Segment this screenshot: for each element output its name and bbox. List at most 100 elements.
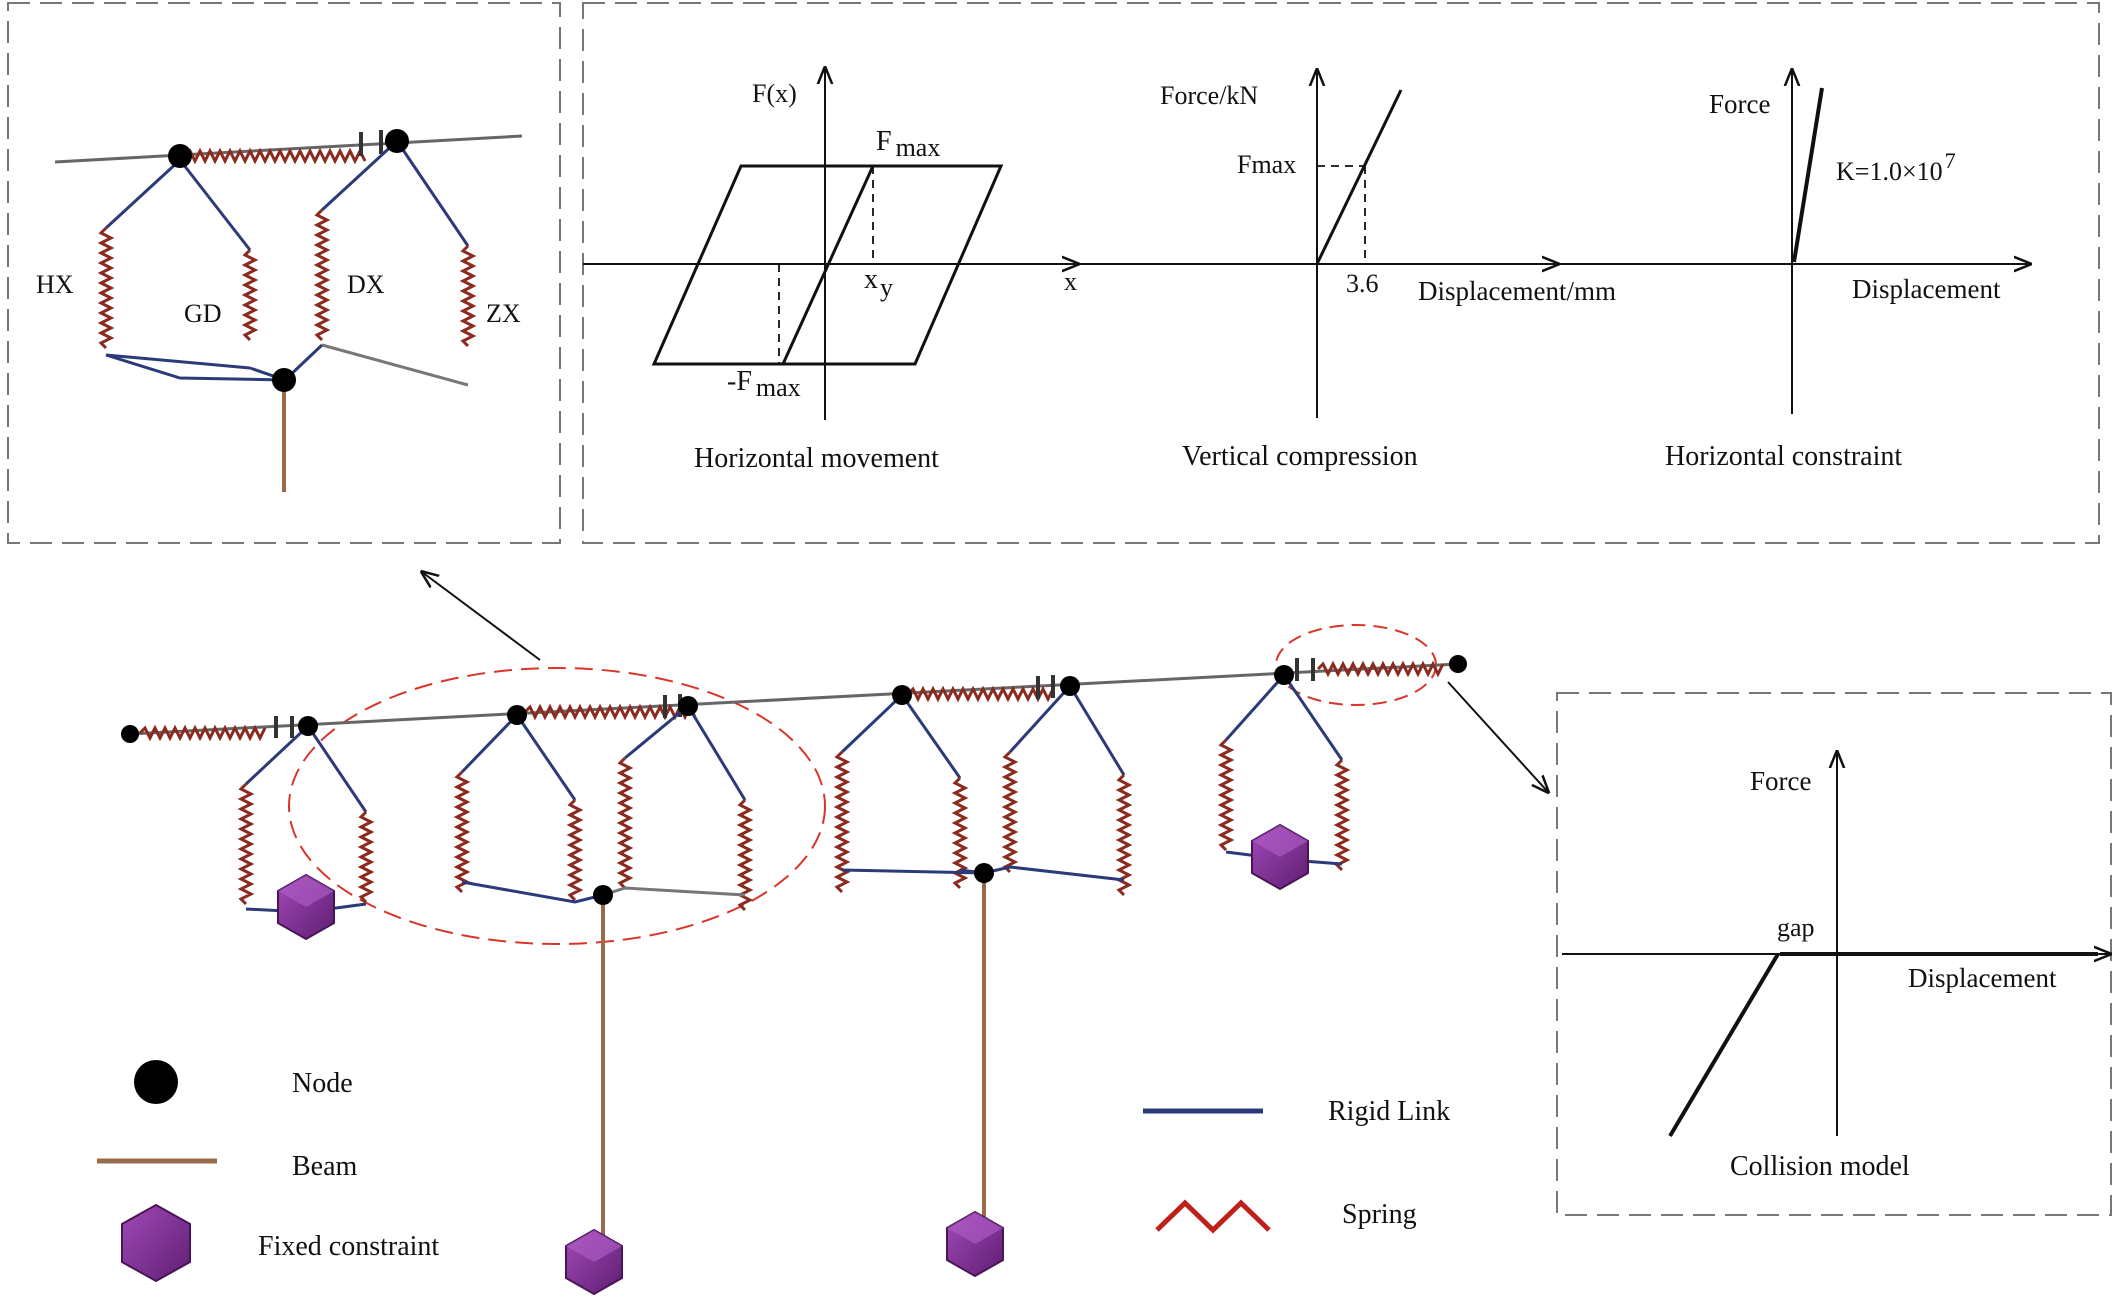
vc-fmax-label: Fmax <box>1237 150 1296 179</box>
node-b6 <box>1274 665 1294 685</box>
detail-beam <box>54 134 523 164</box>
fixed-constraint-1 <box>277 873 335 941</box>
detail-rigid-link-left-2 <box>178 159 252 251</box>
chart-horizontal-movement <box>651 68 1004 420</box>
chart-collision-model <box>1562 752 2110 1138</box>
label-dx: DX <box>347 270 385 299</box>
bearing-6-spring-left <box>1217 738 1235 852</box>
hm-caption: Horizontal movement <box>694 443 939 474</box>
pointer-arrow-collision <box>1447 681 1548 792</box>
detail-rigid-link-right <box>320 139 399 212</box>
bearing-2-spring-right <box>566 798 584 902</box>
detail-node-top-left <box>168 144 192 168</box>
bearing-6-links <box>1224 672 1344 761</box>
detail-frame <box>7 2 561 544</box>
label-zx: ZX <box>486 299 521 328</box>
cm-collision-line <box>1668 952 1780 1138</box>
vc-x-label: Displacement/mm <box>1418 276 1616 306</box>
chart-horizontal-constraint <box>1792 70 1824 414</box>
vc-stiffness-line <box>1315 89 1403 265</box>
detail-node-top-right <box>385 129 409 153</box>
node-pier-2 <box>974 863 994 883</box>
detail-rigid-bottom-right <box>321 343 469 387</box>
label-gd: GD <box>184 299 222 328</box>
vc-tick-label: 3.6 <box>1346 269 1379 298</box>
hc-y-label: Force <box>1709 89 1770 119</box>
pointer-arrow-detail <box>422 572 541 661</box>
node-b5 <box>1060 676 1080 696</box>
detail-rigid-link-left <box>104 158 182 230</box>
hm-elastic-branch <box>781 165 875 365</box>
bearing-2-links <box>460 712 577 801</box>
fixed-constraint-3 <box>565 1228 623 1296</box>
detail-spring-hx <box>97 226 115 350</box>
cm-caption: Collision model <box>1730 1151 1910 1182</box>
legend-spring-label: Spring <box>1342 1199 1417 1230</box>
detail-top-spring <box>183 147 367 165</box>
bearing-1-spring-right <box>357 810 375 904</box>
detail-spring-zx <box>459 244 477 348</box>
cm-gap-label: gap <box>1777 913 1815 942</box>
girder-spring-3 <box>906 685 1055 703</box>
detail-bearing-model <box>54 129 523 492</box>
hc-caption: Horizontal constraint <box>1665 441 1902 472</box>
bearing-6-spring-right <box>1333 758 1351 872</box>
fixed-constraint-4 <box>946 1210 1004 1278</box>
detail-spring-dx <box>313 208 331 342</box>
cm-x-label: Displacement <box>1908 963 2057 993</box>
bearing-4-bottom <box>841 868 985 875</box>
bearing-2-spring-left <box>453 770 471 894</box>
highlight-ellipse-pair <box>288 667 826 945</box>
detail-rigid-link-right-2 <box>395 140 470 247</box>
main-girder <box>129 662 1459 736</box>
legend-spring-icon <box>1155 1199 1271 1234</box>
bearing-2-bottom <box>461 880 604 904</box>
legend-beam-label: Beam <box>292 1151 358 1182</box>
hc-stiffness-line <box>1792 87 1824 263</box>
legend-rigid-link-label: Rigid Link <box>1328 1096 1450 1127</box>
bearing-1-spring-left <box>237 782 255 906</box>
node-b4 <box>892 685 912 705</box>
node-pier-1 <box>593 885 613 905</box>
bearing-4-spring-left <box>833 750 851 894</box>
hm-hysteresis-loop <box>651 164 1004 366</box>
fixed-constraint-2 <box>1251 823 1309 891</box>
legend-fixed-constraint-icon <box>121 1203 191 1283</box>
bearing-4-links <box>840 692 962 779</box>
hc-k-label: K=1.0×107 <box>1836 148 1956 186</box>
hm-xy-label: xy <box>864 264 893 302</box>
hm-fx-label: F(x) <box>752 79 797 108</box>
bearing-3-spring-left <box>616 756 634 890</box>
graphs-frame <box>582 2 2100 544</box>
detail-node-bottom <box>272 368 296 392</box>
hc-x-label: Displacement <box>1852 274 2001 304</box>
hm-x-axis-label: x <box>1064 267 1077 296</box>
legend-node-label: Node <box>292 1068 353 1099</box>
bearing-3-bottom <box>602 886 746 897</box>
cm-y-label: Force <box>1750 766 1811 796</box>
vc-caption: Vertical compression <box>1182 441 1418 472</box>
legend <box>97 1060 1271 1283</box>
bearing-5-bottom <box>983 865 1125 882</box>
label-hx: HX <box>36 270 74 299</box>
node-b2 <box>507 705 527 725</box>
legend-node-icon <box>134 1060 178 1104</box>
node-left-end <box>121 725 139 743</box>
main-structure <box>121 655 1467 1296</box>
bearing-5-spring-right <box>1115 773 1133 897</box>
detail-rigid-cross-left <box>105 353 286 382</box>
detail-spring-gd <box>241 248 259 342</box>
legend-fixed-constraint-label: Fixed constraint <box>258 1231 439 1262</box>
vc-y-label: Force/kN <box>1160 81 1258 110</box>
girder-spring-4 <box>1316 660 1445 678</box>
node-b3 <box>678 696 698 716</box>
node-right-end <box>1449 655 1467 673</box>
bearing-5-spring-left <box>1001 750 1019 874</box>
bearing-3-spring-right <box>736 798 754 912</box>
bearing-1-links <box>244 723 368 813</box>
chart-vertical-compression <box>1315 70 1403 418</box>
